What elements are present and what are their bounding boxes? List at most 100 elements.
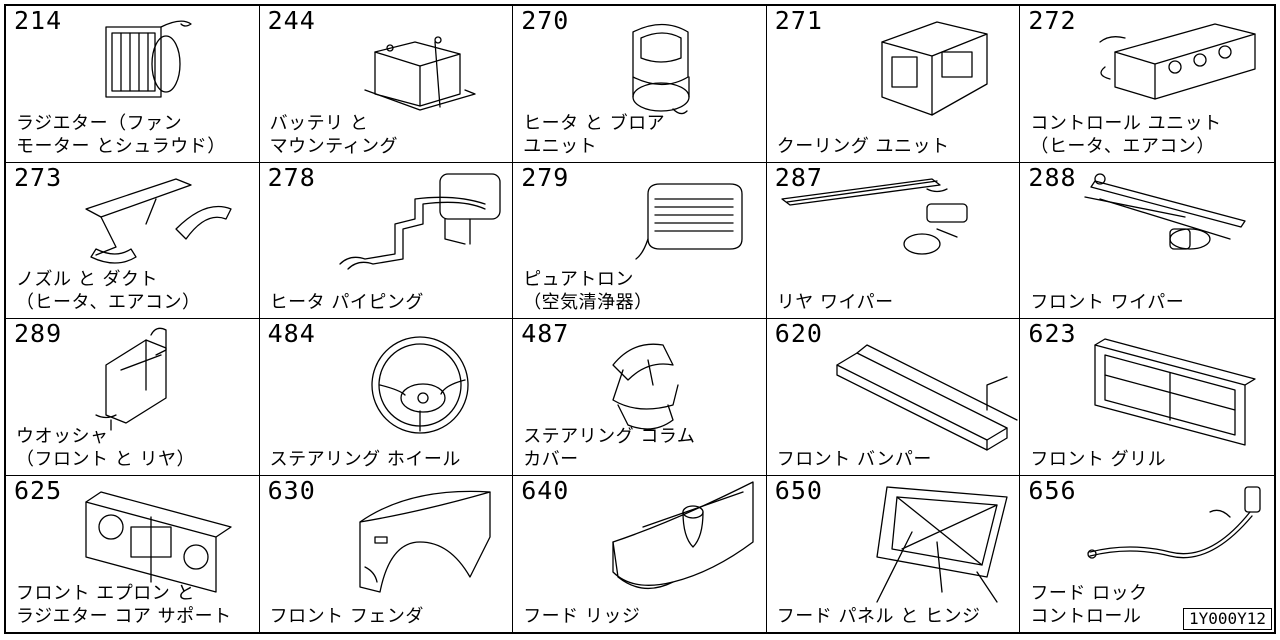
part-number: 625 [14,475,63,505]
part-label-line: （空気清浄器） [523,292,653,313]
part-cell-289[interactable]: 289 ウオッシャ（フロント と リヤ） [6,319,260,476]
heater-blower-icon [632,23,690,115]
part-label-line: リヤ ワイパー [776,292,894,313]
part-label-line: バッテリ と [269,112,369,134]
column-cover-icon [612,343,679,430]
hood-lock-cable-icon [1087,485,1262,559]
front-wiper-icon [1084,172,1247,250]
battery-icon [363,36,476,111]
part-label: ウオッシャ（フロント と リヤ） [16,425,195,471]
nozzle-duct-icon [85,177,232,264]
part-number: 278 [267,162,316,192]
part-label: フード ロックコントロール [1030,582,1147,628]
part-label: ヒータ パイピング [270,291,424,314]
part-label-line: ステアリング ホイール [269,448,461,470]
part-label: フロント エプロン とラジエター コア サポート [16,582,232,628]
part-number: 620 [774,319,823,348]
part-label-line: （フロント と リヤ） [16,448,195,470]
part-label: フロント バンパー [777,448,932,471]
part-label-line: ユニット [523,135,598,157]
part-label: フード リッジ [523,605,640,628]
diagram-code: 1Y000Y12 [1182,608,1272,630]
part-label-line: カバー [523,448,579,470]
part-cell-640[interactable]: 640 フード リッジ [513,475,767,632]
part-label-line: フロント フェンダ [269,606,424,627]
part-label-line: コントロール ユニット [1030,112,1222,134]
part-number: 484 [267,319,316,348]
part-number: 287 [774,162,823,192]
part-label: ステアリング コラムカバー [523,425,695,471]
radiator-icon [105,20,192,98]
part-number: 244 [267,6,316,35]
part-label: クーリング ユニット [777,135,950,158]
part-label-line: フロント バンパー [776,448,932,470]
steering-wheel-icon [370,336,469,434]
part-cell-214[interactable]: 214 ラジエター（ファンモーター とシュラウド） [6,6,260,163]
part-label-line: フロント エプロン と [16,583,195,604]
part-cell-487[interactable]: 487 ステアリング コラムカバー [513,319,767,476]
part-label: ノズル と ダクト（ヒータ、エアコン） [16,268,200,314]
part-label-line: （ヒータ、エアコン） [16,292,201,313]
part-cell-620[interactable]: 620 フロント バンパー [766,319,1021,476]
part-cell-278[interactable]: 278 ヒータ パイピング [259,162,514,319]
part-label-line: ラジエター コア サポート [16,606,232,627]
part-cell-484[interactable]: 484 ステアリング ホイール [259,319,514,476]
part-cell-288[interactable]: 288 フロント ワイパー [1020,162,1274,319]
front-bumper-icon [836,344,1018,451]
front-apron-icon [85,490,232,593]
part-label-line: ステアリング コラム [523,425,696,447]
part-number: 630 [267,475,316,505]
part-label-line: ラジエター（ファン [16,112,183,134]
part-cell-623[interactable]: 623 フロント グリル [1020,319,1274,476]
part-label-line: ヒータ パイピング [269,292,424,313]
heater-piping-icon [338,172,501,270]
part-number: 279 [521,162,570,192]
part-label-line: （ヒータ、エアコン） [1030,135,1215,157]
part-cell-656[interactable]: 656 フード ロックコントロール [1020,476,1274,633]
part-label: リヤ ワイパー [777,291,894,314]
part-cell-271[interactable]: 271 クーリング ユニット [766,6,1021,163]
part-number: 640 [521,475,570,505]
part-number: 650 [774,475,823,505]
part-number: 487 [521,319,570,348]
part-cell-270[interactable]: 270 ヒータ と ブロアユニット [513,6,767,163]
part-label: ラジエター（ファンモーター とシュラウド） [16,112,226,158]
part-number: 271 [774,6,823,35]
part-cell-279[interactable]: 279 ピュアトロン（空気清浄器） [513,162,767,319]
part-number: 214 [14,6,63,35]
part-cell-273[interactable]: 273 ノズル と ダクト（ヒータ、エアコン） [6,162,260,319]
cooling-unit-icon [881,21,988,116]
part-number: 270 [521,6,570,35]
front-grille-icon [1094,338,1257,446]
part-label: フード パネル と ヒンジ [777,605,981,628]
washer-tank-icon [95,327,167,431]
part-label: フロント フェンダ [270,605,424,628]
part-cell-625[interactable]: 625 フロント エプロン とラジエター コア サポート [6,475,260,632]
part-label-line: フロント ワイパー [1030,292,1185,313]
part-cell-650[interactable]: 650 フード パネル と ヒンジ [767,475,1021,632]
part-number: 288 [1028,162,1077,192]
part-number: 289 [14,319,63,348]
part-label: コントロール ユニット（ヒータ、エアコン） [1030,112,1221,158]
part-number: 623 [1028,319,1077,348]
part-number: 656 [1028,475,1077,505]
rear-wiper-icon [781,177,968,255]
part-cell-630[interactable]: 630 フロント フェンダ [260,475,514,632]
part-label-line: フロント グリル [1030,448,1167,470]
hood-panel-icon [876,485,1008,603]
hood-ledge-icon [612,480,754,589]
part-cell-287[interactable]: 287 リヤ ワイパー [766,162,1021,319]
control-unit-icon [1099,23,1257,100]
part-label-line: ピュアトロン [523,269,634,290]
part-label-line: ウオッシャ [16,425,109,447]
part-label: ヒータ と ブロアユニット [523,112,665,158]
part-label-line: ノズル と ダクト [16,269,158,290]
part-label-line: ヒータ と ブロア [523,112,666,134]
part-number: 273 [14,162,63,192]
part-label: ステアリング ホイール [270,448,461,471]
part-label-line: フード パネル と ヒンジ [776,606,981,627]
